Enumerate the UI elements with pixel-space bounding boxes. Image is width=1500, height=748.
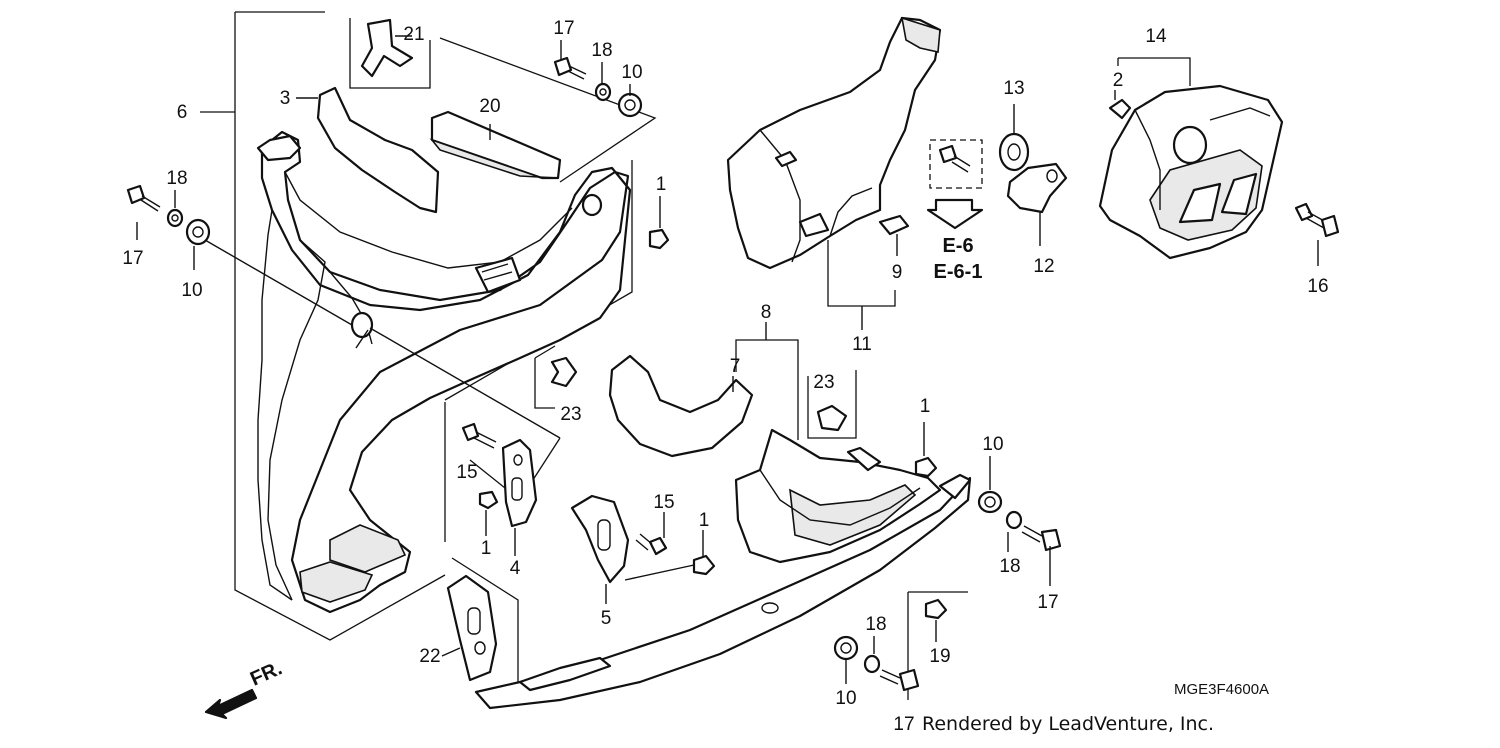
callout-12: 12 — [1033, 256, 1054, 277]
reference-e6 — [926, 139, 984, 230]
callout-20: 20 — [479, 96, 500, 117]
callout-17-a: 17 — [553, 18, 574, 39]
callout-15-b: 15 — [653, 492, 674, 513]
callout-22: 22 — [419, 646, 440, 667]
part-4-bracket — [444, 402, 561, 542]
callout-7: 7 — [730, 356, 741, 377]
part-8-lower-cowl — [474, 339, 972, 710]
callout-labels: 21 3 6 20 17 18 10 1 18 17 10 23 15 1 4 … — [122, 18, 1328, 735]
leader-lines — [136, 35, 1319, 684]
callout-8: 8 — [761, 302, 772, 323]
callout-4: 4 — [510, 558, 521, 579]
callout-23-a: 23 — [560, 404, 581, 425]
hardware-right-bottom — [833, 591, 968, 700]
part-5-bracket — [570, 494, 716, 584]
callout-17-d: 17 — [893, 714, 914, 735]
callout-10-d: 10 — [835, 688, 856, 709]
callout-1-a: 1 — [656, 174, 667, 195]
part-23-clip-lower — [807, 370, 857, 439]
callout-10-c: 10 — [982, 434, 1003, 455]
part-7-heat-shield — [608, 354, 754, 458]
hardware-right-top — [553, 56, 670, 250]
part-21-bracket — [349, 18, 431, 89]
part-12-bracket — [1006, 162, 1068, 246]
part-13-grommet — [998, 104, 1030, 172]
callout-18-b: 18 — [166, 168, 187, 189]
callout-1-c: 1 — [699, 510, 710, 531]
reference-e6-1-label: E-6-1 — [934, 261, 983, 283]
callout-19: 19 — [929, 646, 950, 667]
reference-e6-label: E-6 — [942, 235, 973, 257]
callout-9: 9 — [892, 262, 903, 283]
callout-17-b: 17 — [122, 248, 143, 269]
callout-1-d: 1 — [920, 396, 931, 417]
hardware-left-top — [126, 184, 561, 439]
front-direction-label: FR. — [247, 657, 285, 690]
callout-3: 3 — [280, 88, 291, 109]
part-23-clip-upper — [534, 345, 578, 409]
callout-11: 11 — [852, 334, 872, 355]
front-direction-arrow — [204, 688, 258, 720]
part-14-assembly — [1098, 57, 1340, 260]
callout-5: 5 — [601, 608, 612, 629]
callout-13: 13 — [1003, 78, 1024, 99]
callout-2: 2 — [1113, 70, 1124, 91]
callout-18-c: 18 — [999, 556, 1020, 577]
callout-17-c: 17 — [1037, 592, 1058, 613]
part-20-pad-side — [429, 138, 559, 179]
callout-14: 14 — [1145, 26, 1167, 47]
callout-18-a: 18 — [591, 40, 612, 61]
callout-1-b: 1 — [481, 538, 492, 559]
callout-21: 21 — [403, 24, 424, 45]
callout-18-d: 18 — [865, 614, 886, 635]
callout-15-a: 15 — [456, 462, 477, 483]
part-11-assembly — [726, 16, 942, 307]
callout-6: 6 — [177, 102, 188, 123]
hardware-right-mid — [914, 422, 1062, 552]
callout-16: 16 — [1307, 276, 1328, 297]
diagram-code: MGE3F4600A — [1174, 681, 1269, 698]
part-22-bracket — [446, 557, 519, 690]
credit-text: Rendered by LeadVenture, Inc. — [922, 713, 1214, 735]
part-3-inner-panel — [316, 86, 440, 214]
callout-10-b: 10 — [181, 280, 202, 301]
callout-23-b: 23 — [813, 372, 834, 393]
callout-10-a: 10 — [621, 62, 642, 83]
